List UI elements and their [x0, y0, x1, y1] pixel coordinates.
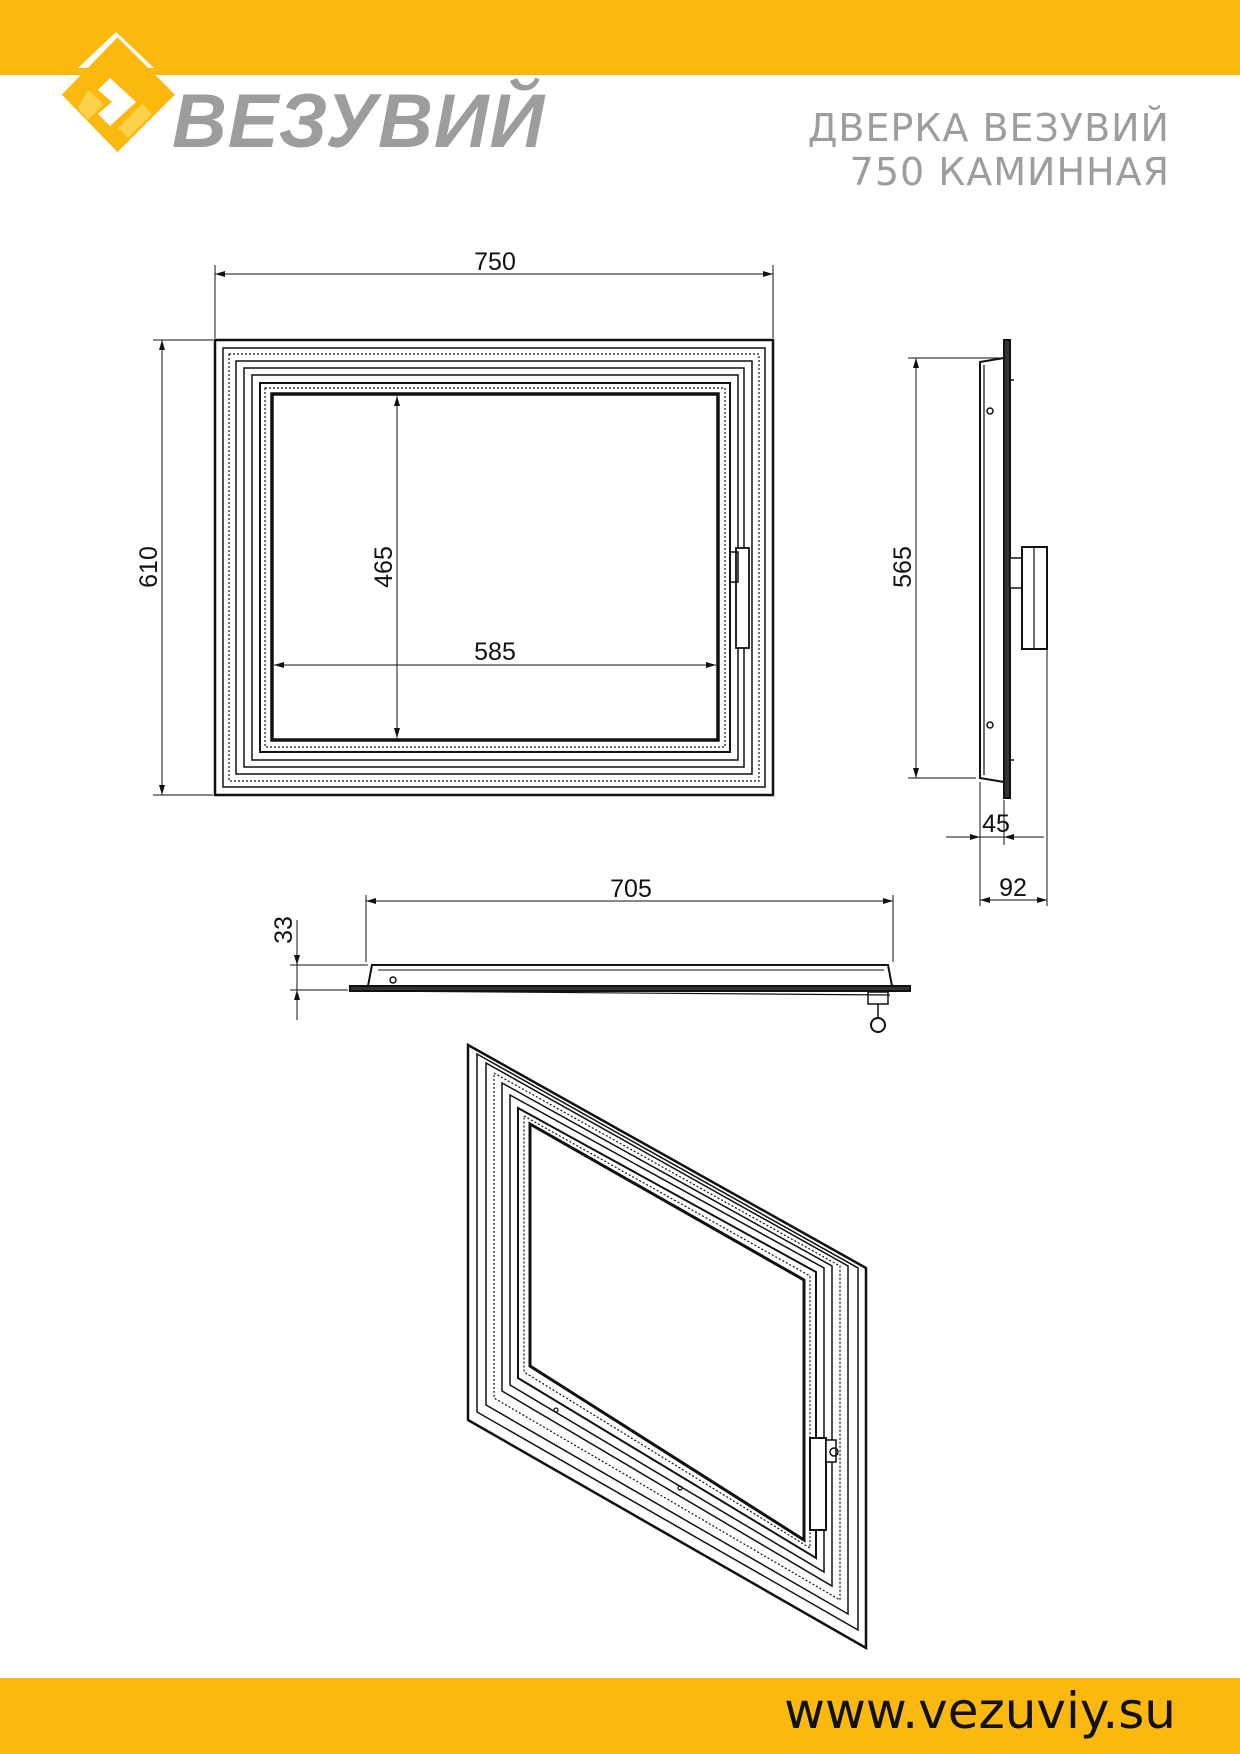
front-view: [213, 338, 775, 797]
top-band: [0, 0, 1240, 75]
isometric-view: [466, 1042, 868, 1651]
title-line-2: 750 КАМИННАЯ: [849, 150, 1170, 194]
dim-side-height: 565: [889, 546, 917, 588]
page-title: ДВЕРКА ВЕЗУВИЙ 750 КАМИННАЯ: [808, 106, 1170, 194]
vezuviy-logo-icon: [61, 32, 175, 153]
bottom-view: [349, 964, 911, 1033]
website-url[interactable]: www.vezuviy.su: [784, 1682, 1176, 1740]
dim-glass-height: 465: [370, 546, 398, 588]
dim-side-depth-a: 45: [982, 810, 1010, 838]
dim-side-depth-b: 92: [999, 874, 1027, 902]
bottom-band: [0, 1678, 1240, 1754]
side-view: [979, 339, 1048, 799]
front-dimensions: [153, 265, 774, 796]
bottom-dimensions: [290, 895, 894, 1020]
dim-glass-width: 585: [474, 638, 516, 666]
dim-bottom-width: 705: [610, 875, 652, 903]
brand-wordmark: ВЕЗУВИЙ: [172, 79, 546, 164]
dim-height-outer: 610: [135, 546, 163, 588]
dim-width-outer: 750: [474, 248, 516, 276]
side-dimensions: [908, 357, 1048, 906]
dim-bottom-thickness: 33: [270, 916, 298, 944]
title-line-1: ДВЕРКА ВЕЗУВИЙ: [807, 106, 1170, 150]
